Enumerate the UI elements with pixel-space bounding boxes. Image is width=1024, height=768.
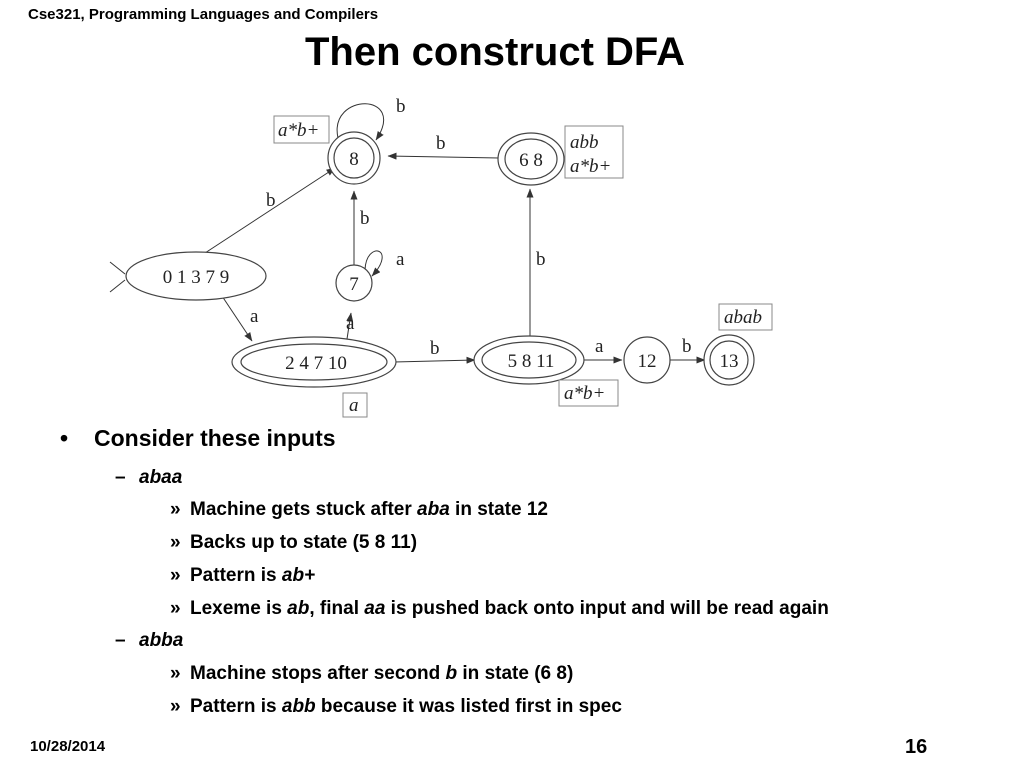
state-12	[623, 336, 671, 384]
state-label: 0 1 3 7 9	[163, 267, 230, 288]
input-text: abba	[139, 630, 184, 651]
state-label: 12	[638, 351, 657, 372]
input-abba: –abba	[115, 630, 183, 652]
edge-label: a	[250, 306, 259, 327]
pattern-box-5-8-11	[558, 379, 619, 407]
pattern-label: a*b+	[564, 383, 605, 404]
sub-text: Pattern is	[190, 565, 282, 586]
bullet-text: Consider these inputs	[94, 425, 336, 451]
edge-2-to-7	[346, 312, 354, 340]
pattern-label: abab	[724, 307, 762, 328]
sub-text: in state (6 8)	[457, 663, 574, 684]
sub-text-em: ab+	[281, 565, 316, 586]
pattern-box-2-4-7-10	[342, 392, 368, 418]
input-abaa: –abaa	[115, 467, 182, 489]
sub-text: Machine gets stuck after	[190, 499, 418, 520]
pattern-label: abb	[570, 132, 599, 153]
sub-marker: »	[170, 499, 181, 520]
sub-item: » Backs up to state (5 8 11)	[170, 532, 417, 554]
state-6-8-inner	[504, 138, 558, 180]
dash-marker: –	[115, 467, 126, 488]
state-label: 13	[720, 351, 739, 372]
sub-marker: »	[170, 663, 181, 684]
sub-item: » Pattern is ab+	[170, 565, 315, 587]
edge-label: b	[436, 133, 446, 154]
slide-title: Then construct DFA	[304, 30, 686, 74]
edge-label: b	[360, 208, 370, 229]
sub-text: in state 12	[449, 499, 548, 520]
sub-text-em: aa	[364, 598, 386, 619]
sub-text: Machine stops after second	[190, 663, 446, 684]
edge-label: a	[595, 336, 604, 357]
start-marker	[109, 279, 126, 293]
edge-label: b	[396, 96, 406, 117]
dfa-diagram: 0 1 3 7 9 2 4 7 10 7 8 6 8 5 8 11 12 13 …	[109, 96, 773, 418]
loop-7	[364, 250, 383, 277]
sub-text: Lexeme is	[190, 598, 288, 619]
pattern-box-6-8	[564, 125, 624, 179]
edge-start-to-8	[204, 167, 336, 254]
pattern-label: a*b+	[278, 120, 319, 141]
sub-marker: »	[170, 532, 181, 553]
state-2-4-7-10-inner	[240, 343, 388, 381]
edge-label: b	[266, 190, 276, 211]
state-5-8-11-inner	[481, 341, 577, 379]
sub-text: Pattern is	[190, 696, 282, 717]
course-title: Cse321, Programming Languages and Compil…	[28, 6, 379, 23]
input-text: abaa	[139, 467, 183, 488]
pattern-label: a	[349, 395, 359, 416]
sub-item: » Machine stops after second b in state (…	[170, 663, 573, 685]
sub-item: » Pattern is abb because it was listed fi…	[170, 696, 622, 718]
sub-text-em: b	[445, 663, 458, 684]
sub-text: is pushed back onto input and will be re…	[385, 598, 829, 619]
state-label: 6 8	[519, 150, 543, 171]
edge-label: a	[346, 313, 355, 334]
sub-item: » Lexeme is ab, final aa is pushed back o…	[170, 598, 829, 620]
state-7	[335, 264, 373, 302]
sub-text: , final	[309, 598, 365, 619]
edge-label: b	[682, 336, 692, 357]
dash-marker: –	[115, 630, 126, 651]
sub-text-em: ab	[287, 598, 310, 619]
state-label: 7	[349, 274, 359, 295]
edge-label: b	[430, 338, 440, 359]
footer-date: 10/28/2014	[30, 738, 106, 755]
sub-text-em: abb	[281, 696, 316, 717]
sub-text-em: aba	[417, 499, 450, 520]
edge-68-to-8	[387, 152, 500, 160]
edge-label: b	[536, 249, 546, 270]
pattern-box-8	[273, 115, 330, 144]
sub-text: because it was listed first in spec	[315, 696, 622, 717]
state-8-inner	[333, 137, 375, 179]
pattern-box-13	[718, 303, 773, 331]
state-label: 5 8 11	[508, 351, 555, 372]
sub-text: Backs up to state (5 8 11)	[190, 532, 418, 553]
sub-item: » Machine gets stuck after aba in state 1…	[170, 499, 548, 521]
state-label: 8	[349, 149, 359, 170]
page-number: 16	[905, 736, 928, 758]
pattern-label: a*b+	[570, 156, 611, 177]
sub-marker: »	[170, 565, 181, 586]
state-0-1-3-7-9	[125, 251, 267, 301]
edge-start-to-2	[221, 295, 253, 342]
sub-marker: »	[170, 696, 181, 717]
bullet-marker: •	[60, 425, 69, 451]
bullet-consider: • Consider these inputs	[60, 425, 336, 452]
state-label: 2 4 7 10	[285, 353, 347, 374]
state-13-inner	[709, 340, 749, 380]
edge-2-to-5811	[393, 356, 476, 364]
loop-8	[336, 103, 384, 141]
sub-marker: »	[170, 598, 181, 619]
edge-label: a	[396, 249, 405, 270]
start-marker	[109, 261, 126, 275]
